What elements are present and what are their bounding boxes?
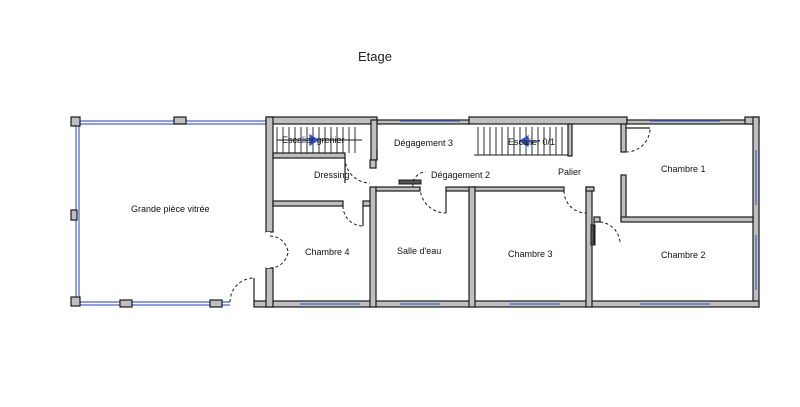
room-label-escalier-0-1: Escalier 0/1 [508,137,555,147]
stair-arrow-main [518,134,540,148]
room-label-chambre-1: Chambre 1 [661,164,706,174]
outer-walls [253,116,760,308]
room-label-grande-piece: Grande pièce vitrée [131,204,210,214]
door-degagement [412,171,427,188]
door-chambre4-dressing [342,205,364,227]
room-label-palier: Palier [558,167,581,177]
door-dressing [344,157,371,184]
room-label-degagement-3: Dégagement 3 [394,138,453,148]
windows [300,120,757,305]
door-chambre2 [593,221,621,244]
room-label-escalier-grenier: Escalier grenier [282,135,345,145]
door-chambre4 [269,235,289,269]
room-label-chambre-3: Chambre 3 [508,249,553,259]
glazed-room-door [229,277,255,303]
glazed-room-outline [70,116,268,308]
door-salle-deau [419,186,447,214]
room-label-chambre-2: Chambre 2 [661,250,706,260]
room-label-degagement-2: Dégagement 2 [431,170,490,180]
room-label-chambre-4: Chambre 4 [305,247,350,257]
door-chambre1 [625,127,651,153]
door-chambre3 [563,190,587,214]
room-label-salle-deau: Salle d'eau [397,246,441,256]
plan-title: Etage [358,49,392,64]
room-label-dressing: Dressing [314,170,350,180]
interior-walls [266,119,754,308]
stair-arrow-attic [300,133,320,147]
